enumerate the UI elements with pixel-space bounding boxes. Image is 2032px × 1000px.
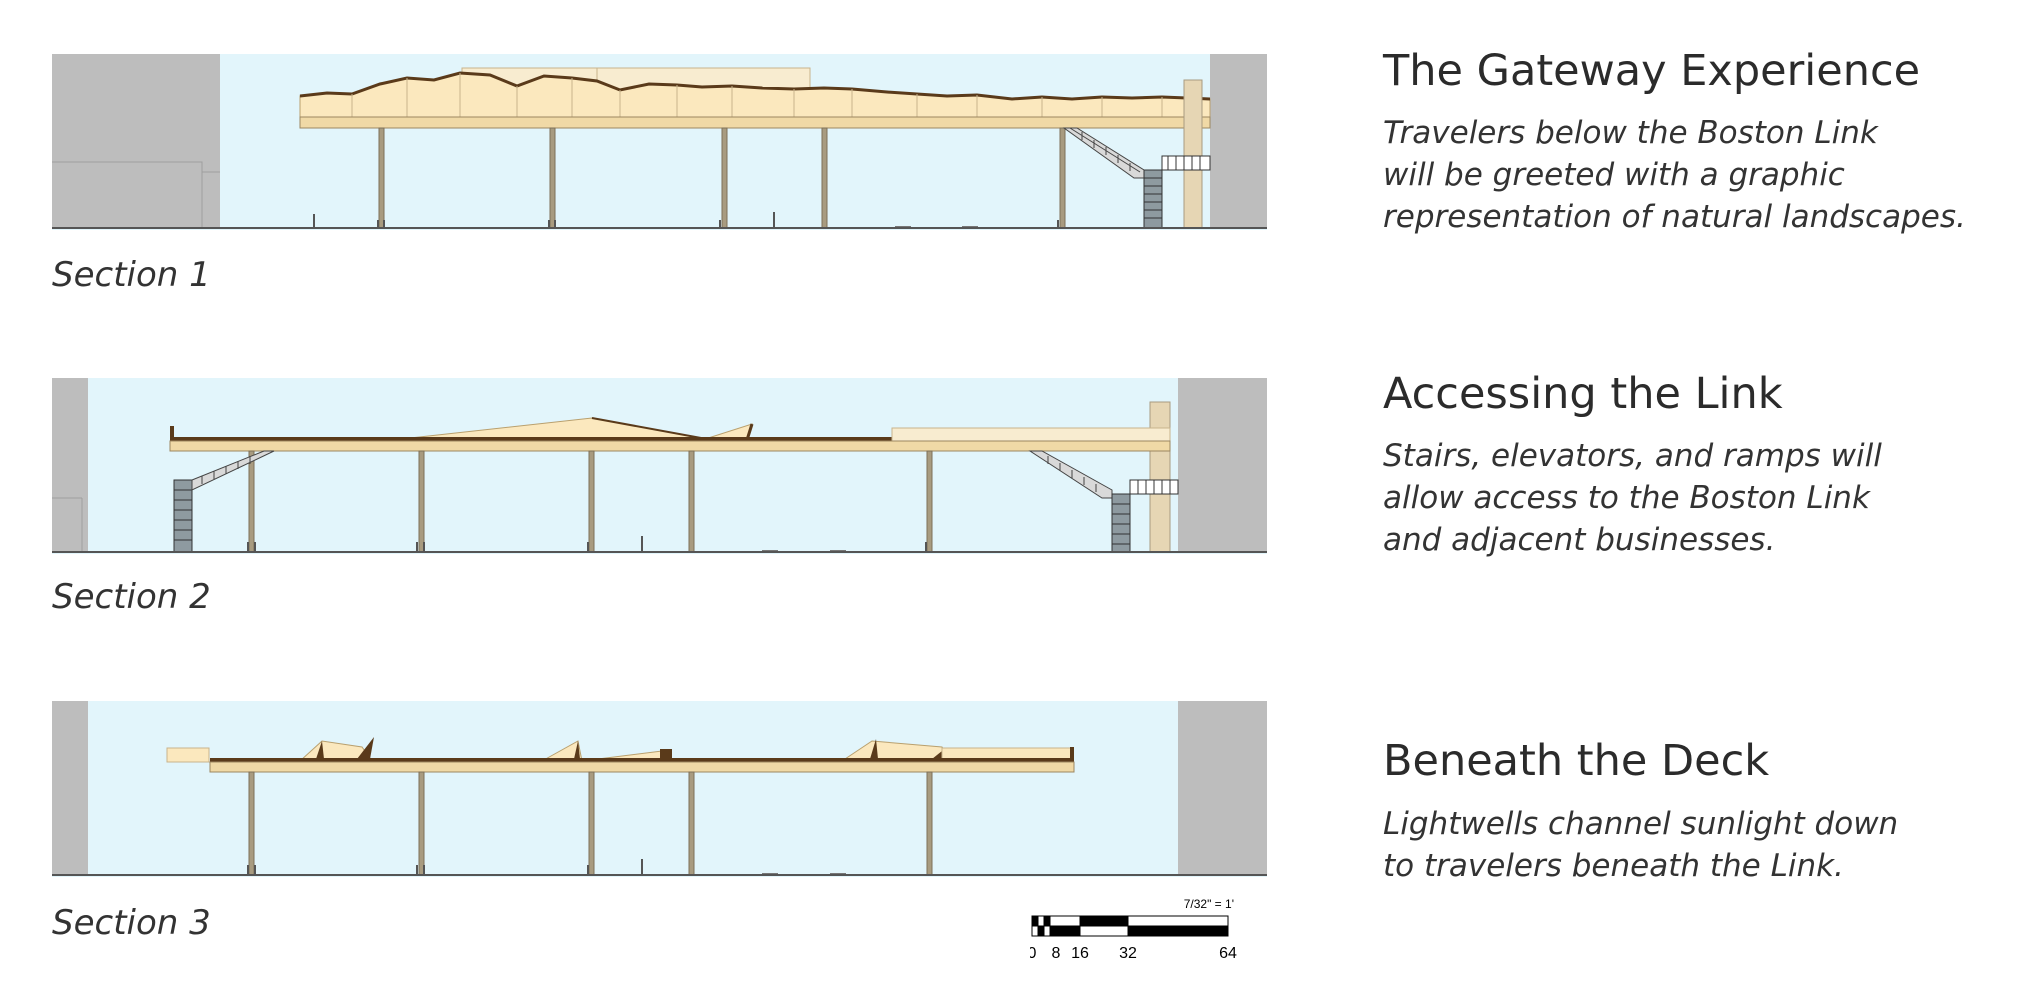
section-3-description: Lightwells channel sunlight down to trav… [1383,803,2023,887]
building-right [1178,701,1267,875]
description-line: and adjacent businesses. [1383,522,1776,558]
description-line: Travelers below the Boston Link [1383,115,1878,151]
scale-tick: 64 [1219,945,1237,962]
description-line: to travelers beneath the Link. [1383,848,1844,884]
section-1-label: Section 1 [52,255,211,295]
column [248,450,255,553]
column [926,771,933,876]
column [821,127,828,229]
section-2-drawing [52,378,1267,554]
column [721,127,728,229]
building-left [52,701,88,875]
column [926,450,933,553]
deck [169,440,1171,452]
deck [299,116,1211,129]
elevator-tower [1183,79,1203,229]
description-line: will be greeted with a graphic [1383,157,1845,193]
deck-stub [166,747,210,763]
column [688,771,695,876]
description-line: allow access to the Boston Link [1383,480,1870,516]
scale-tick: 0 [1030,945,1037,962]
section-1-drawing [52,54,1267,230]
deck [209,761,1075,773]
description-line: Lightwells channel sunlight down [1383,806,1899,842]
column [588,450,595,553]
scale-tick: 32 [1119,945,1137,962]
column [588,771,595,876]
column [248,771,255,876]
description-line: Stairs, elevators, and ramps will [1383,438,1882,474]
section-2-label: Section 2 [52,577,211,617]
column [549,127,556,229]
stair-lower-right [1111,493,1131,553]
scale-bar-graphic [1031,915,1229,937]
building-right [1178,378,1267,552]
sky [52,701,1267,877]
section-2-description: Stairs, elevators, and ramps will allow … [1383,435,2023,561]
business-deck [891,427,1171,442]
section-1-description: Travelers below the Boston Link will be … [1383,112,2023,238]
section-3-heading: Beneath the Deck [1383,736,1770,786]
building-left-outline [52,161,203,228]
building-right [1210,54,1267,228]
description-line: representation of natural landscapes. [1383,199,1966,235]
scale-tick: 8 [1052,945,1061,962]
section-2-heading: Accessing the Link [1383,369,1783,419]
stair-lower [1143,169,1163,229]
column [688,450,695,553]
building-left [52,378,88,552]
scale-tick: 16 [1071,945,1089,962]
building-left [52,54,220,228]
scale-ratio-label: 7/32" = 1' [1184,897,1234,911]
column [1059,127,1066,229]
column [378,127,385,229]
roof-edge [170,437,946,441]
section-1-heading: The Gateway Experience [1383,46,1921,96]
stair-flight-left [191,450,275,491]
column [418,450,425,553]
stair-lower-left [173,479,193,553]
column [418,771,425,876]
stair-landing [1161,155,1211,171]
scale-bar: 7/32" = 1' 0 8 16 32 64 [1030,896,1242,966]
roof-edge [210,758,1074,762]
section-3-label: Section 3 [52,903,211,943]
elevator-tower [1149,401,1171,553]
section-3-drawing [52,701,1267,877]
